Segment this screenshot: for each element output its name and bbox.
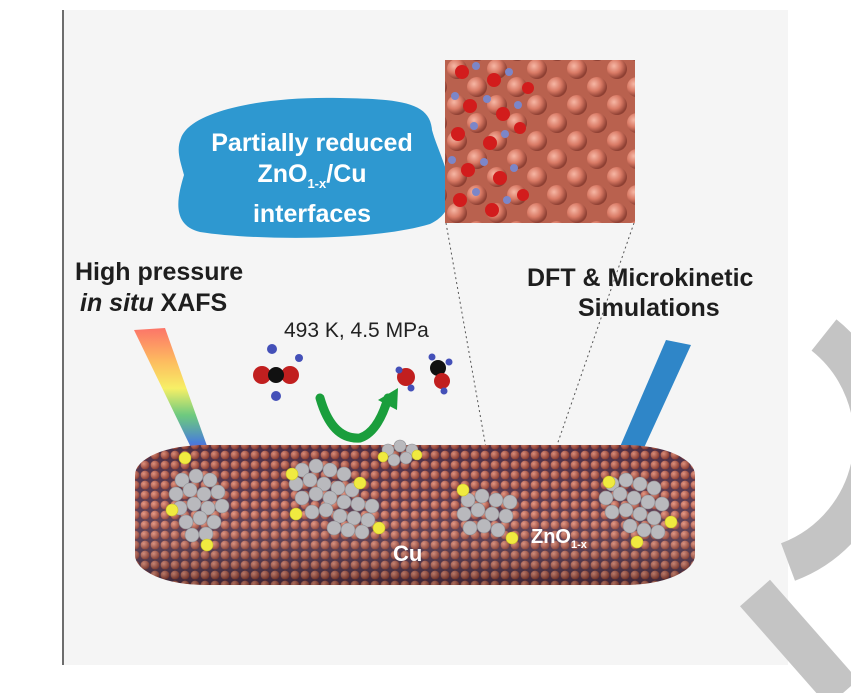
conversion-arrow-icon <box>315 388 398 443</box>
zno-label-sub: 1-x <box>571 539 587 551</box>
zoom-line-left <box>445 222 487 449</box>
reaction-conditions: 493 K, 4.5 MPa <box>284 319 429 342</box>
logo-arc-upper <box>780 319 851 581</box>
left-border-line <box>62 10 64 665</box>
zoom-line-right <box>555 222 635 449</box>
interface-label-line2: ZnO1-x/Cu <box>177 159 447 199</box>
zinc-atoms <box>165 449 678 552</box>
xafs-label-bold: XAFS <box>153 289 228 317</box>
interface-label-line1: Partially reduced <box>211 129 413 157</box>
xafs-label-line2: in situ XAFS <box>80 289 227 318</box>
dft-label-line1: DFT & Microkinetic <box>527 264 754 292</box>
xafs-beam <box>134 328 212 462</box>
dft-label-line2: Simulations <box>578 294 720 322</box>
interface-bubble <box>178 97 451 238</box>
cu-label: Cu <box>393 541 423 566</box>
xafs-label-italic: in situ <box>80 289 154 317</box>
zno-label-main: ZnO <box>531 526 571 548</box>
co2-molecule-icon <box>253 344 303 401</box>
xafs-label-line1: High pressure <box>75 258 244 286</box>
zno-cluster <box>168 439 670 543</box>
atomic-surface-image <box>445 60 635 223</box>
interface-formula-sub: 1-x <box>307 176 327 191</box>
interface-formula-main: ZnO <box>257 160 308 188</box>
interface-label: Partially reduced ZnO1-x/Cu interfaces <box>177 128 447 230</box>
logo-arc-tail <box>739 579 851 693</box>
dft-beam <box>616 340 691 461</box>
cu-nanotube <box>135 445 695 585</box>
interface-formula-tail: /Cu <box>326 160 367 188</box>
interface-label-line3: interfaces <box>252 200 372 228</box>
zno-label: ZnO1-x <box>531 526 587 551</box>
methanol-molecule-icon <box>395 353 453 395</box>
